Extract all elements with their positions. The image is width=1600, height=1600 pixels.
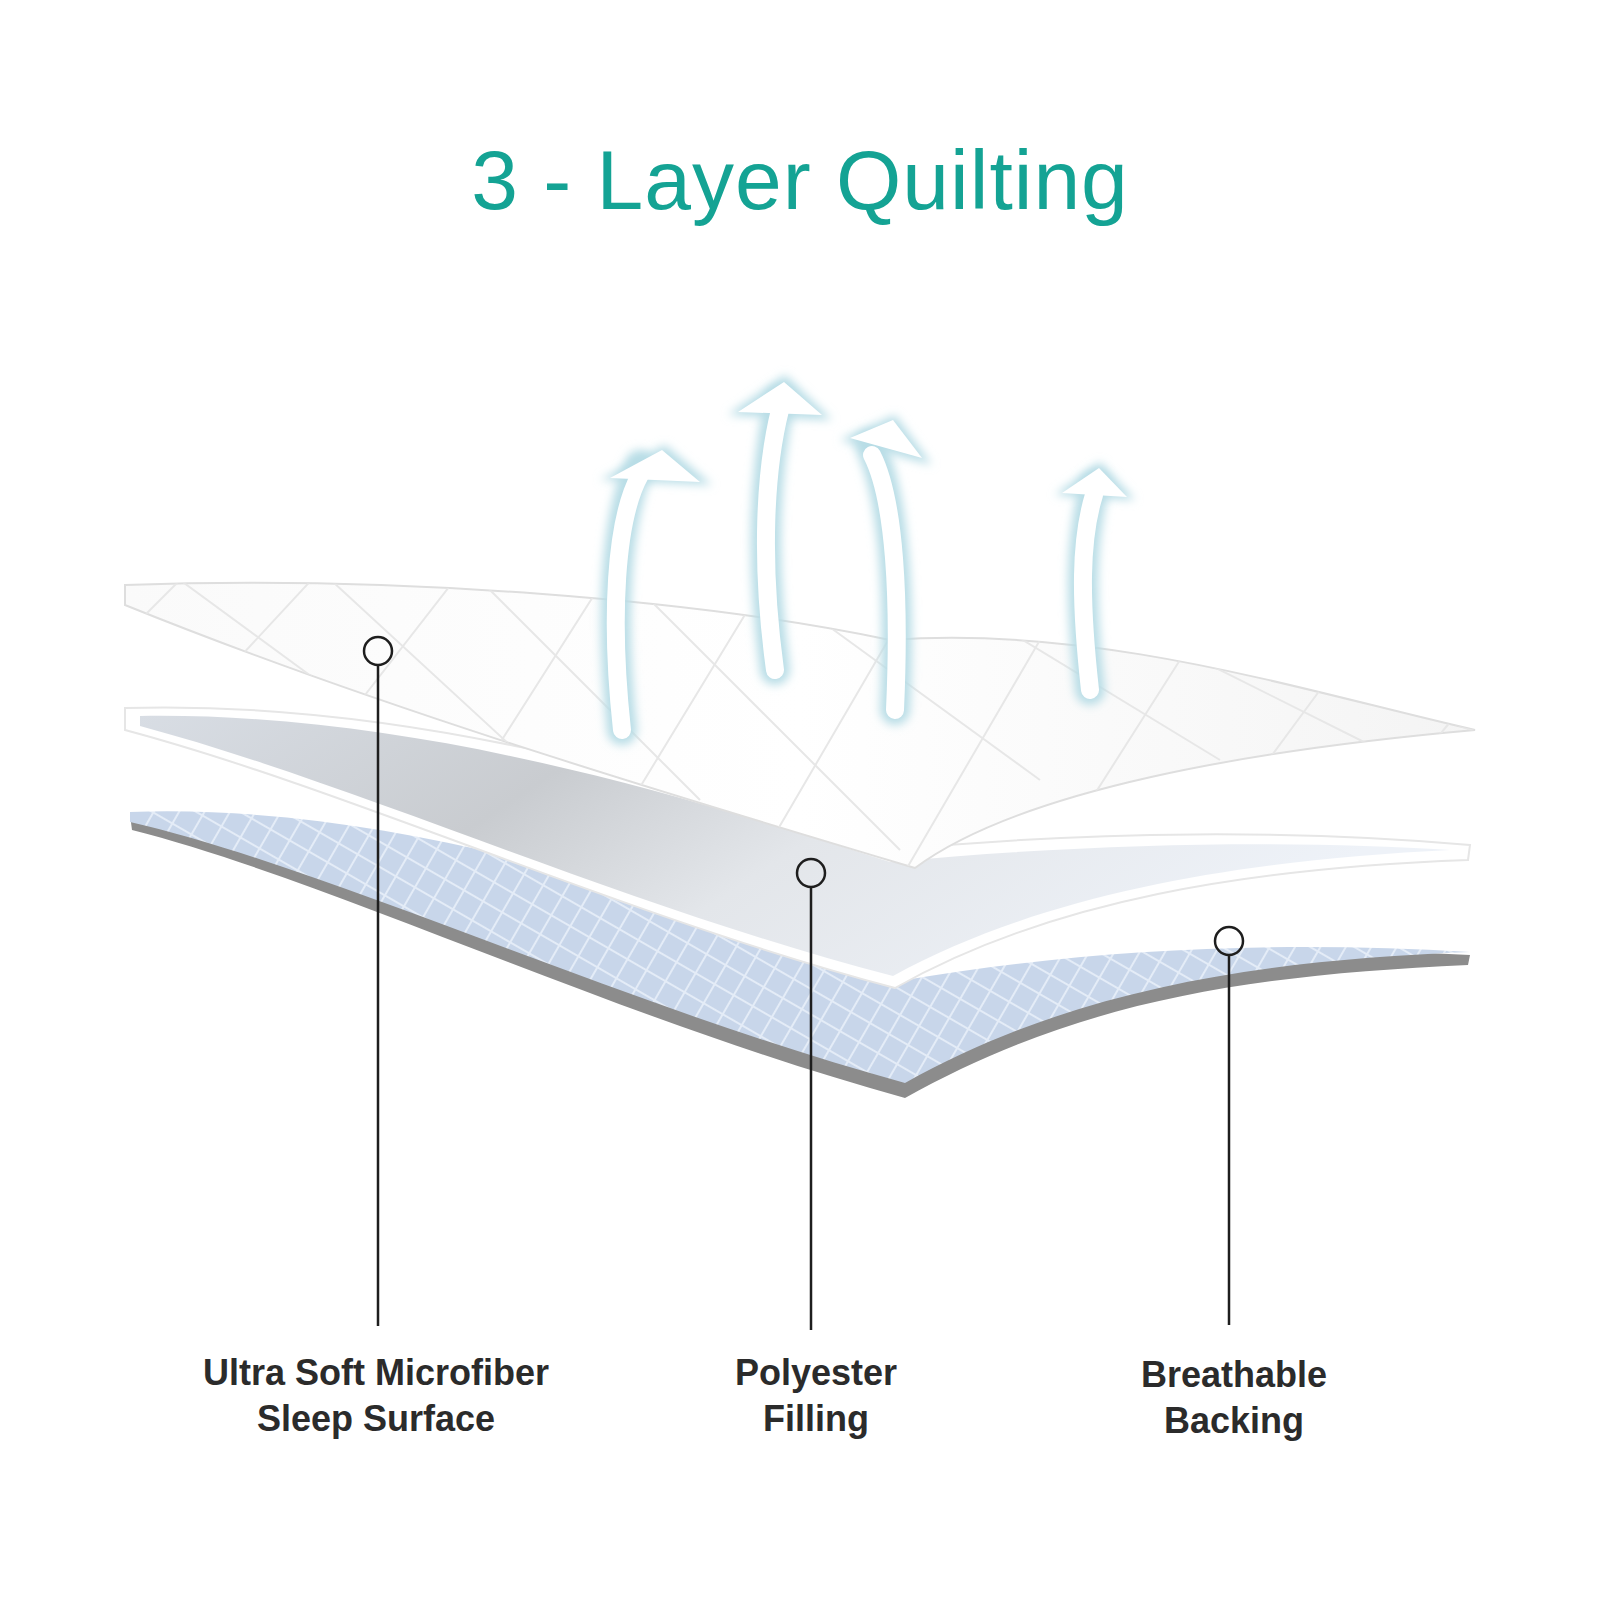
- layer-label: Breathable Backing: [1124, 1352, 1344, 1444]
- layer-label: Polyester Filling: [706, 1350, 926, 1442]
- diagram-title: 3 - Layer Quilting: [471, 132, 1129, 229]
- layer-label: Ultra Soft Microfiber Sleep Surface: [176, 1350, 576, 1442]
